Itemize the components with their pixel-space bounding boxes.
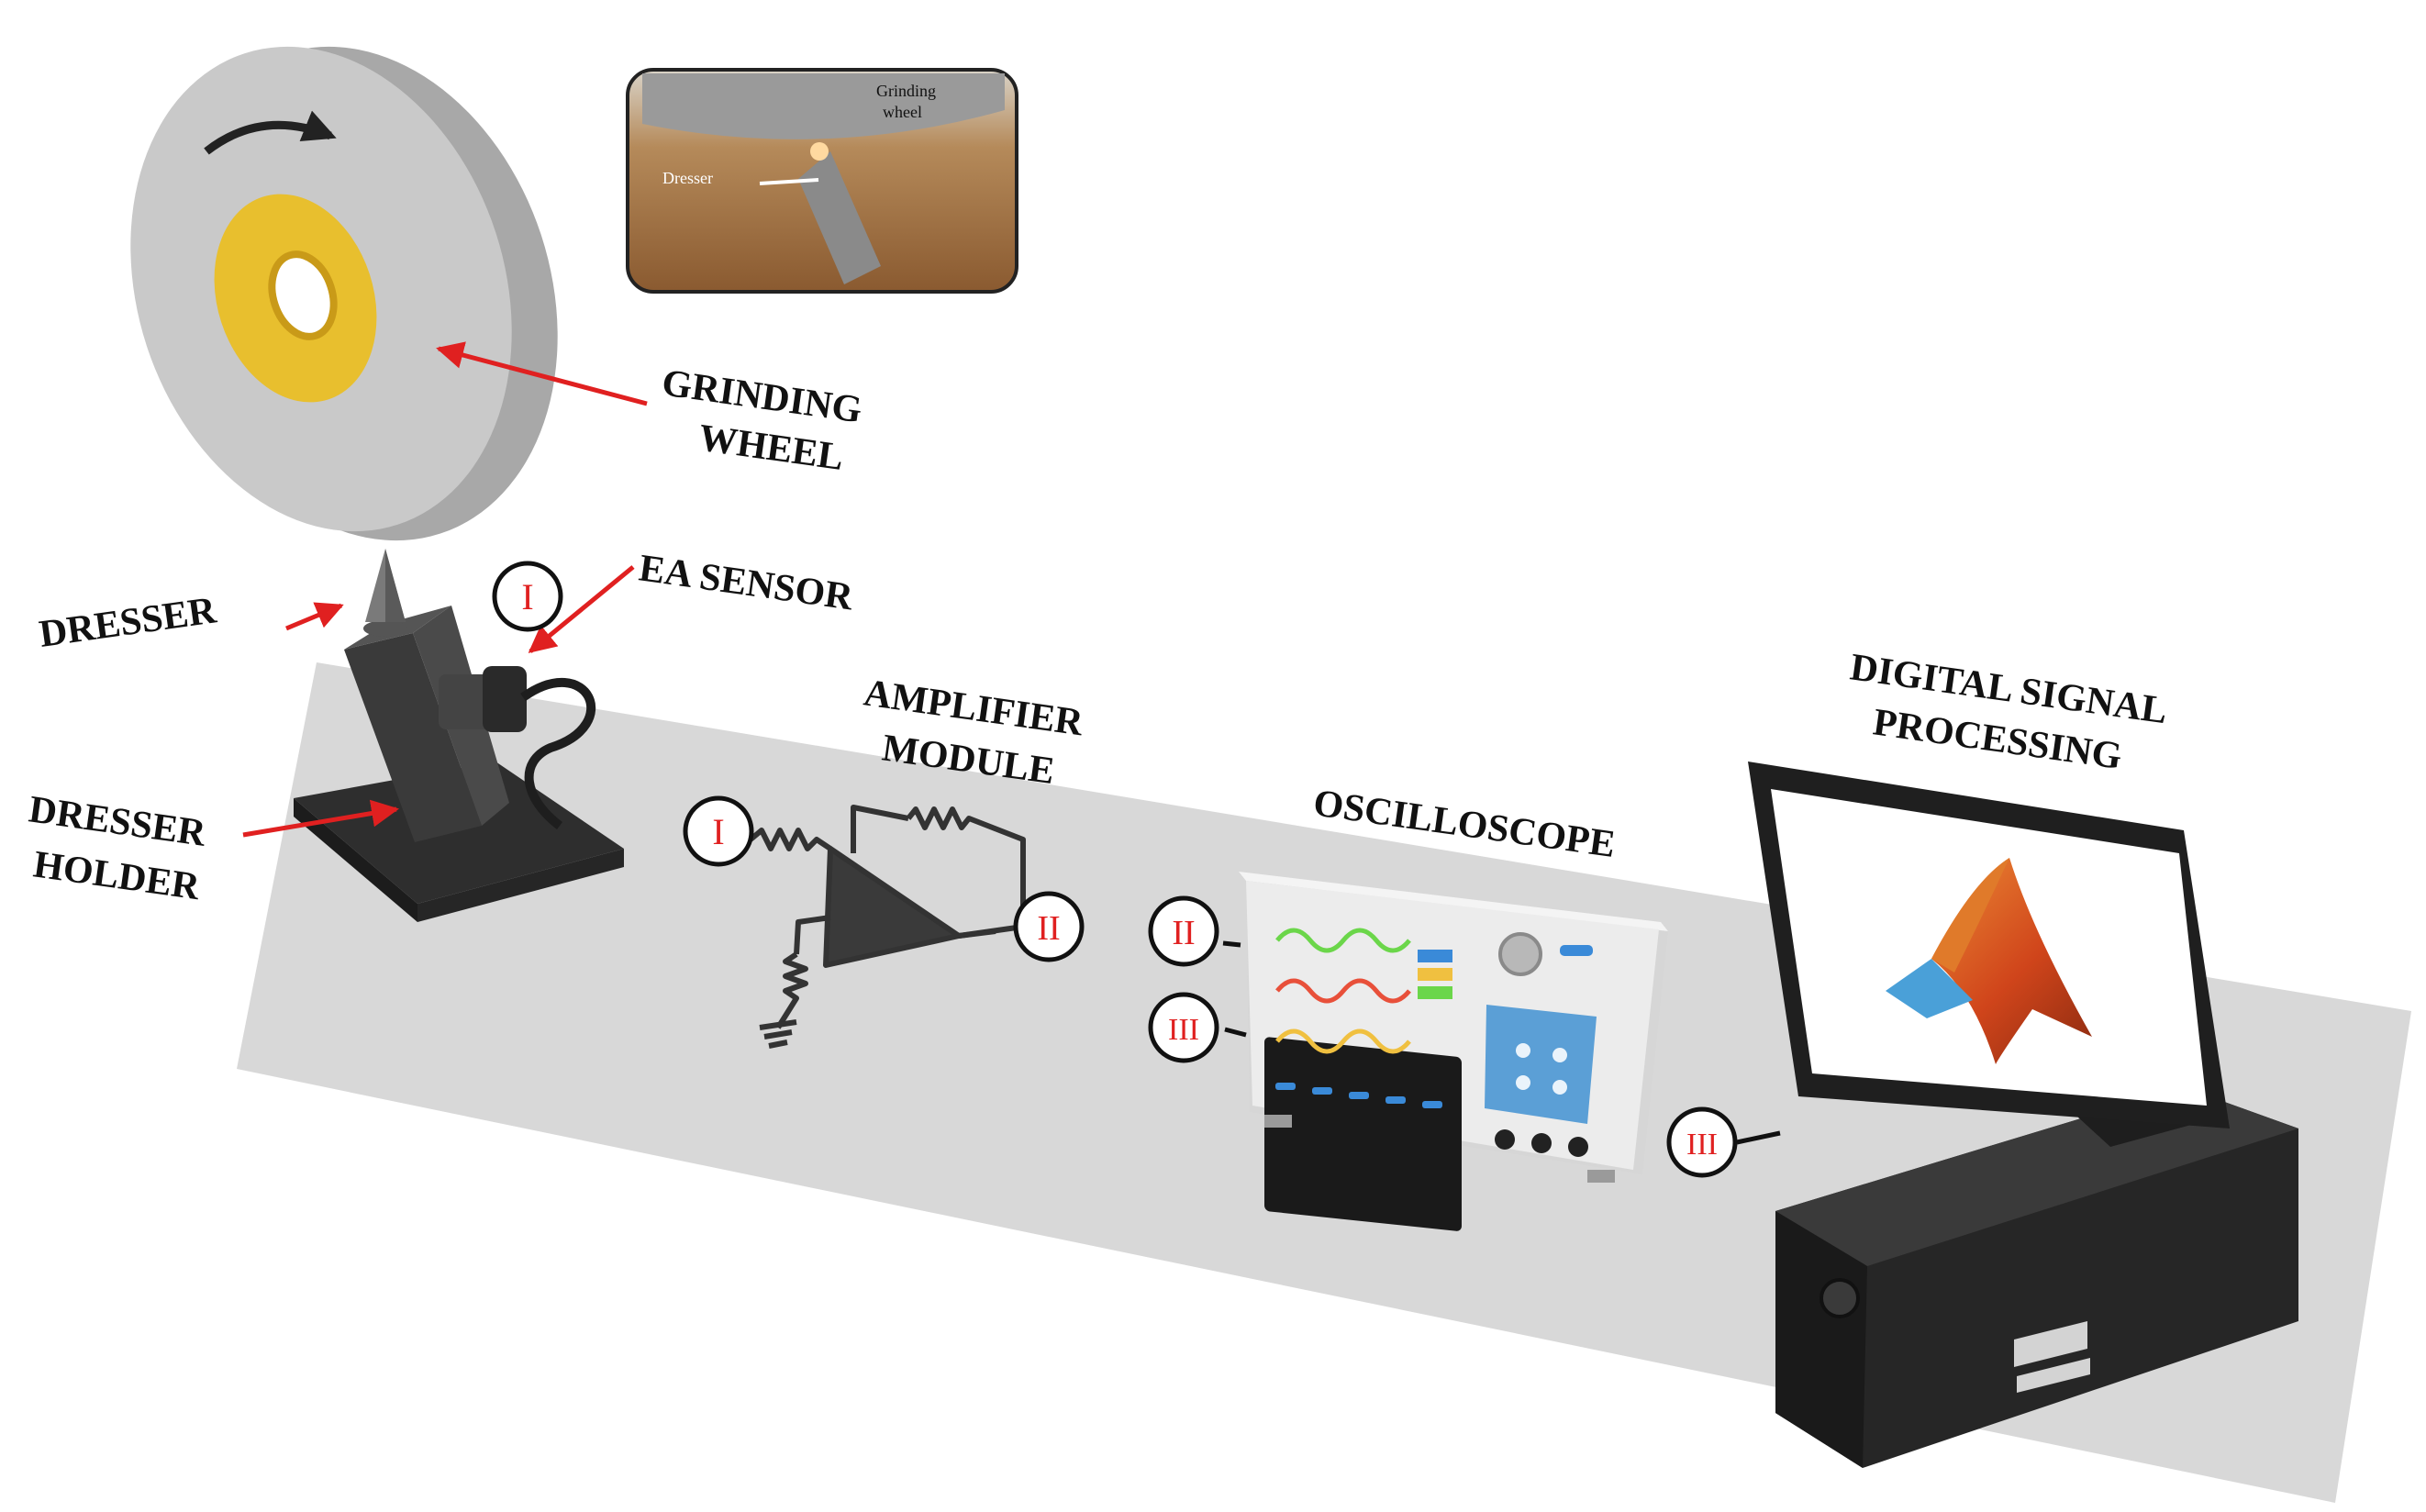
inset-wheel-label: wheel: [883, 103, 922, 121]
sensor-pointer-arrow: [528, 565, 635, 653]
svg-text:II: II: [1172, 914, 1195, 952]
pc-input-badge: III: [1666, 1106, 1738, 1178]
ea-sensor-label: EA SENSOR: [637, 547, 856, 618]
dresser-label: DRESSER: [37, 589, 219, 656]
svg-text:II: II: [1037, 909, 1060, 948]
matlab-logo-icon: [1886, 858, 2092, 1064]
scope-knob: [1498, 932, 1542, 976]
inset-photo: Grinding wheel Dresser: [626, 68, 1018, 294]
trace-yellow: [1275, 1028, 1411, 1054]
holder-pointer-arrow: [242, 799, 399, 838]
grinding-wheel-label: GRINDING: [660, 361, 865, 431]
scope-input-badge-ii: II: [1148, 895, 1219, 967]
dresser-holder-label-2: HOLDER: [31, 843, 203, 908]
amp-input-badge: I: [683, 795, 754, 867]
inset-grinding-wheel-label: Grinding: [876, 82, 936, 100]
scope-screen: [1264, 1037, 1462, 1231]
svg-text:I: I: [521, 576, 533, 617]
trace-green: [1275, 928, 1411, 953]
sensor-connector-badge: I: [492, 561, 563, 632]
svg-text:III: III: [1168, 1013, 1199, 1047]
trace-red: [1275, 978, 1411, 1004]
scope-input-badge-iii: III: [1148, 992, 1219, 1063]
svg-text:III: III: [1686, 1128, 1718, 1162]
scope-control-panel: [1485, 1005, 1597, 1124]
rotation-arrow-icon: [204, 110, 337, 155]
dresser: [365, 549, 406, 622]
dresser-pointer-arrow: [285, 602, 344, 631]
computer: [1748, 762, 2298, 1468]
amplifier-circuit: [749, 805, 1026, 1049]
ea-sensor: [439, 666, 596, 829]
inset-dresser-label: Dresser: [662, 169, 713, 187]
grinding-wheel: [130, 46, 558, 541]
oscilloscope: [1239, 872, 1668, 1231]
amp-output-badge: II: [1013, 891, 1085, 962]
wheel-pointer-arrow: [436, 341, 648, 406]
svg-text:I: I: [712, 811, 724, 852]
